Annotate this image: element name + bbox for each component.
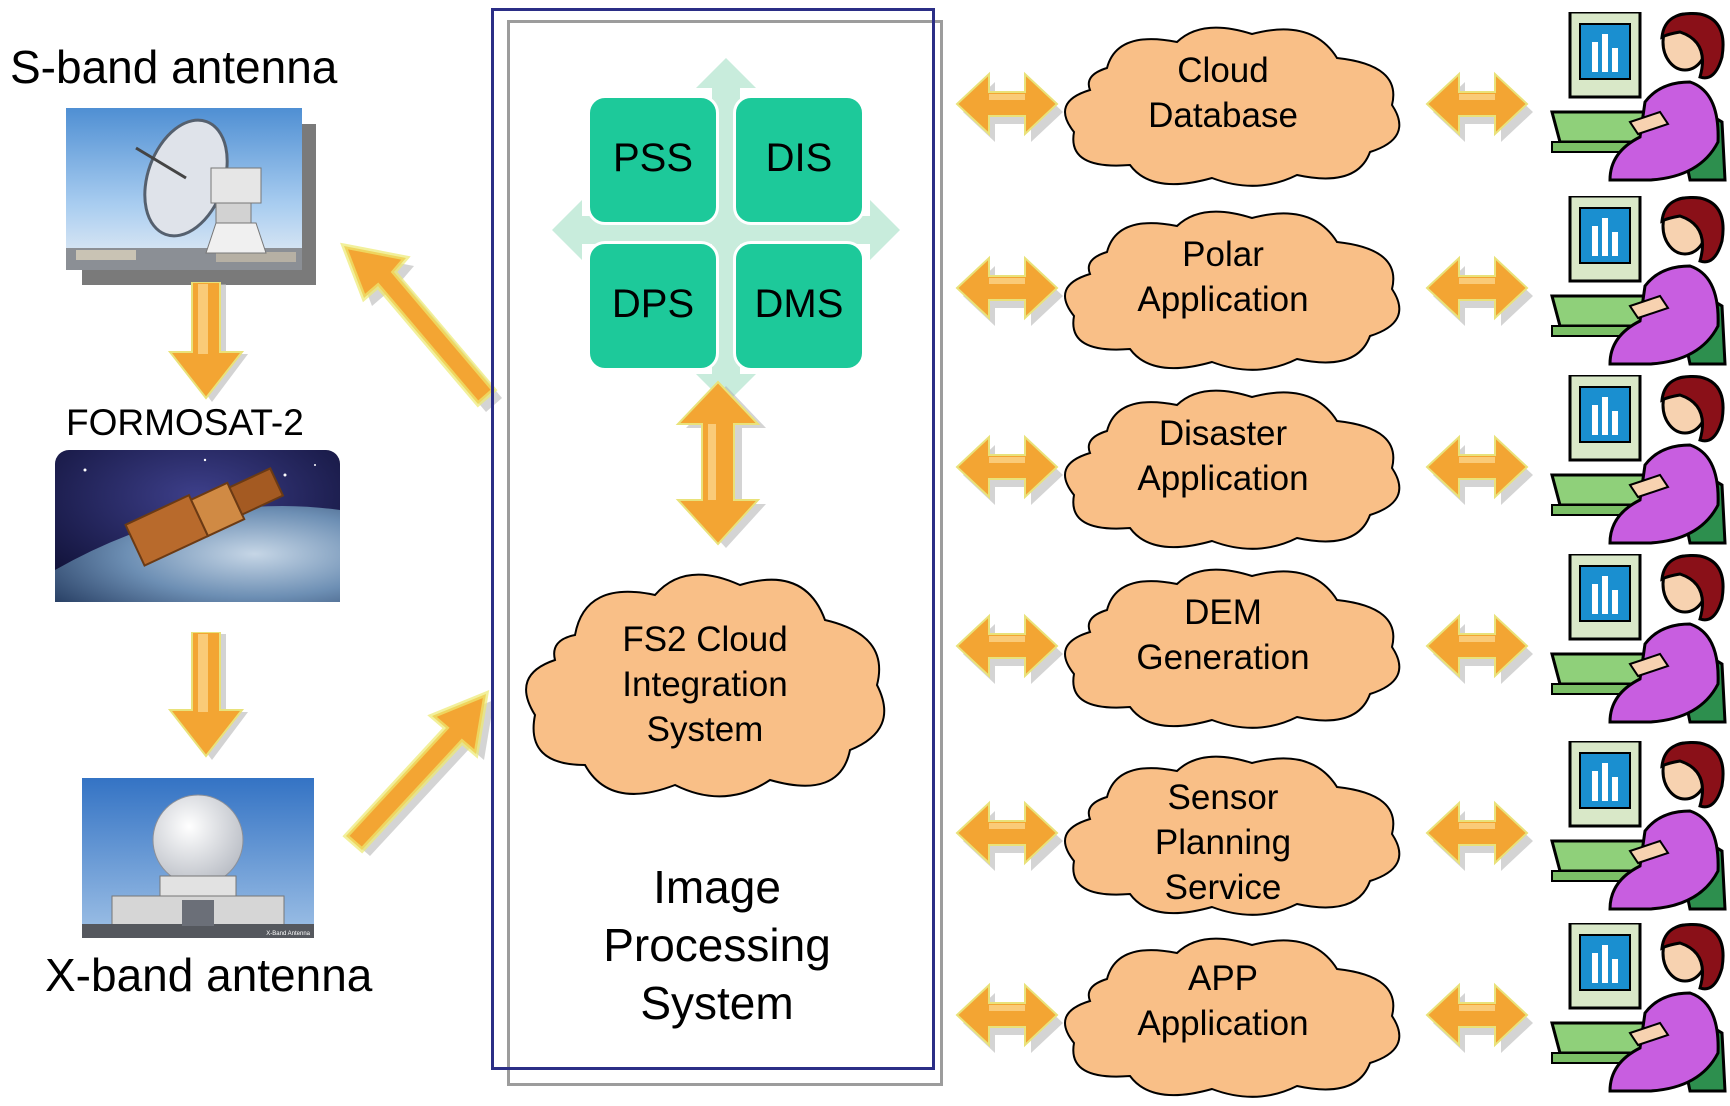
user-computer-icon-6 [1550, 921, 1730, 1093]
fs2-cloud-line-1: FS2 Cloud [622, 620, 788, 659]
user-computer-icon-4 [1550, 552, 1730, 724]
module-dps: DPS [587, 241, 719, 371]
left-double-arrow-3 [955, 433, 1065, 511]
service-6-line-2: Application [1137, 1004, 1309, 1043]
module-pss-label: PSS [612, 136, 694, 180]
left-double-arrow-1 [955, 70, 1065, 148]
service-5-line-2: Planning [1154, 823, 1292, 862]
service-cloud-1 [1052, 20, 1414, 190]
service-2-line-1: Polar [1182, 235, 1264, 274]
user-computer-icon-2 [1550, 194, 1730, 366]
module-dms-label: DMS [754, 282, 844, 326]
service-cloud-2 [1052, 204, 1414, 374]
down-arrow-1 [158, 281, 258, 402]
service-cloud-4 [1052, 562, 1414, 732]
service-cloud-3 [1052, 383, 1414, 553]
left-double-arrow-6 [955, 981, 1065, 1059]
user-computer-icon-1 [1550, 10, 1730, 182]
service-3-line-2: Application [1137, 459, 1309, 498]
fs2-cloud-line-2: Integration [622, 665, 788, 704]
service-3-line-1: Disaster [1158, 414, 1288, 453]
right-double-arrow-2 [1425, 254, 1535, 332]
formosat-2-label: FORMOSAT-2 [66, 402, 304, 443]
service-4-line-2: Generation [1136, 638, 1310, 677]
ips-frame-shadow [507, 20, 943, 1086]
fs2-cloud: FS2 Cloud Integration System [515, 565, 895, 805]
right-double-arrow-5 [1425, 799, 1535, 877]
module-cross-arrows [552, 58, 900, 404]
service-5-line-3: Service [1164, 868, 1282, 907]
service-1-line-2: Database [1148, 96, 1298, 135]
down-arrow-2 [158, 631, 258, 760]
formosat-2-satellite-image [55, 450, 340, 602]
x-band-photo-caption: X-Band Antenna [266, 931, 310, 937]
right-double-arrow-6 [1425, 981, 1535, 1059]
s-band-antenna-photo [66, 108, 316, 285]
arrow-x-band-to-ips [336, 688, 506, 864]
s-band-antenna-label: S-band antenna [10, 41, 338, 93]
ips-title-line-3: System [640, 977, 794, 1029]
x-band-antenna-label: X-band antenna [45, 949, 373, 1001]
service-cloud-6 [1052, 931, 1414, 1101]
right-double-arrow-3 [1425, 433, 1535, 511]
ips-title-line-2: Processing [603, 919, 831, 971]
service-5-line-1: Sensor [1167, 778, 1279, 817]
vertical-double-arrow [674, 380, 774, 550]
service-cloud-5 [1052, 749, 1414, 919]
module-dis: DIS [733, 95, 865, 225]
right-double-arrow-4 [1425, 612, 1535, 690]
user-computer-icon-5 [1550, 739, 1730, 911]
service-1-line-1: Cloud [1177, 51, 1269, 90]
user-computer-icon-3 [1550, 373, 1730, 545]
module-dms: DMS [733, 241, 865, 371]
ips-title-line-1: Image [653, 861, 781, 913]
fs2-cloud-line-3: System [646, 710, 764, 749]
s-band-antenna-image [66, 108, 316, 285]
ips-frame [491, 8, 935, 1070]
service-6-line-1: APP [1187, 959, 1259, 998]
right-double-arrow-1 [1425, 70, 1535, 148]
module-dis-label: DIS [765, 136, 833, 180]
arrow-ips-to-s-band [334, 240, 504, 420]
x-band-antenna-photo: X-Band Antenna [82, 778, 314, 938]
service-2-line-2: Application [1137, 280, 1309, 319]
module-pss: PSS [587, 95, 719, 225]
module-dps-label: DPS [611, 282, 695, 326]
left-double-arrow-4 [955, 612, 1065, 690]
left-double-arrow-5 [955, 799, 1065, 877]
service-4-line-1: DEM [1184, 593, 1262, 632]
left-double-arrow-2 [955, 254, 1065, 332]
